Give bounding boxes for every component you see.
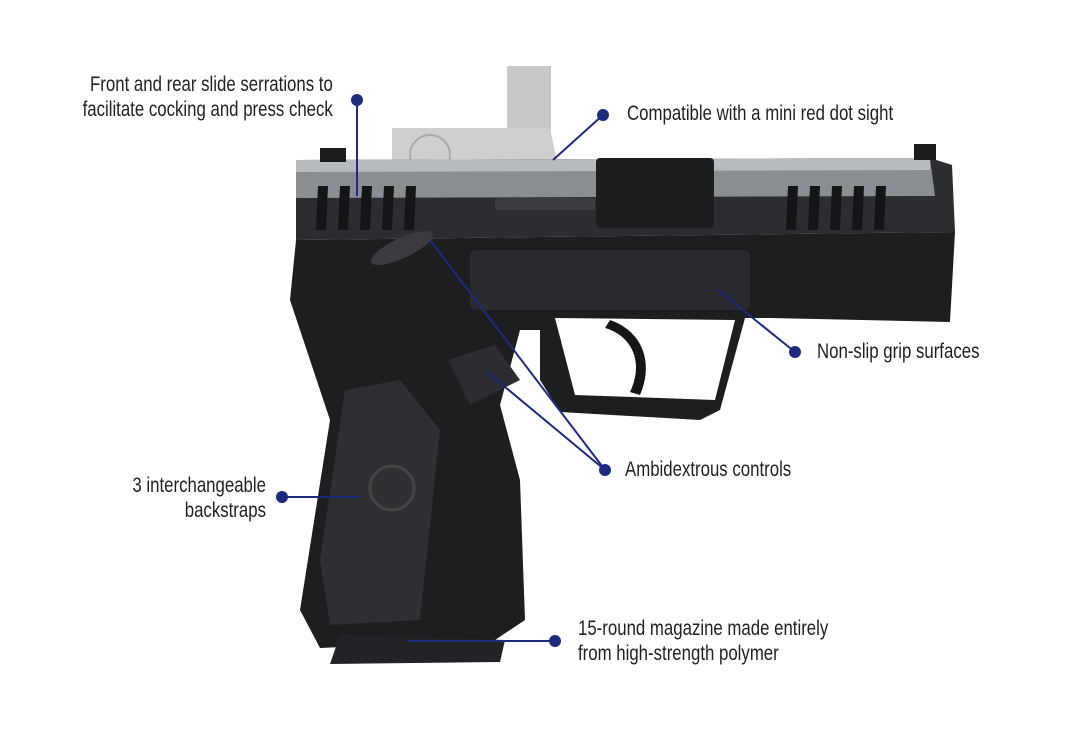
- magazine-label-line-1: 15-round magazine made entirely: [578, 617, 829, 640]
- ambi-controls-label: Ambidextrous controls: [625, 457, 791, 482]
- red-dot-label-line-1: Compatible with a mini red dot sight: [627, 102, 894, 125]
- ambi-controls-leader-line-1: [429, 239, 606, 471]
- backstraps-label-line-2: backstraps: [184, 499, 266, 522]
- magazine-label-line-2: from high-strength polymer: [578, 642, 779, 665]
- red-dot-leader-line: [552, 114, 604, 161]
- frame: [290, 231, 955, 648]
- grip-surfaces-dot: [789, 346, 801, 358]
- ambi-controls-leader-line-2: [486, 371, 606, 471]
- serrations-dot: [351, 94, 363, 106]
- slide: [296, 144, 955, 240]
- grip-surfaces-leader-line: [717, 289, 796, 353]
- red-dot-dot: [597, 109, 609, 121]
- magazine-baseplate: [330, 635, 505, 664]
- magazine-dot: [549, 635, 561, 647]
- magazine-label: 15-round magazine made entirely from hig…: [578, 616, 828, 666]
- backstraps-label-line-1: 3 interchangeable: [132, 474, 266, 497]
- ambi-controls-label-line-1: Ambidextrous controls: [625, 458, 792, 481]
- backstraps-dot: [276, 491, 288, 503]
- ambi-controls-dot: [599, 464, 611, 476]
- grip-surfaces-label: Non-slip grip surfaces: [817, 339, 979, 364]
- red-dot-label: Compatible with a mini red dot sight: [627, 101, 893, 126]
- serrations-label-line-2: facilitate cocking and press check: [82, 98, 333, 121]
- serrations-label: Front and rear slide serrations to facil…: [83, 72, 333, 122]
- backstraps-label: 3 interchangeable backstraps: [132, 473, 266, 523]
- grip-surfaces-label-line-1: Non-slip grip surfaces: [817, 340, 980, 363]
- serrations-label-line-1: Front and rear slide serrations to: [90, 73, 334, 96]
